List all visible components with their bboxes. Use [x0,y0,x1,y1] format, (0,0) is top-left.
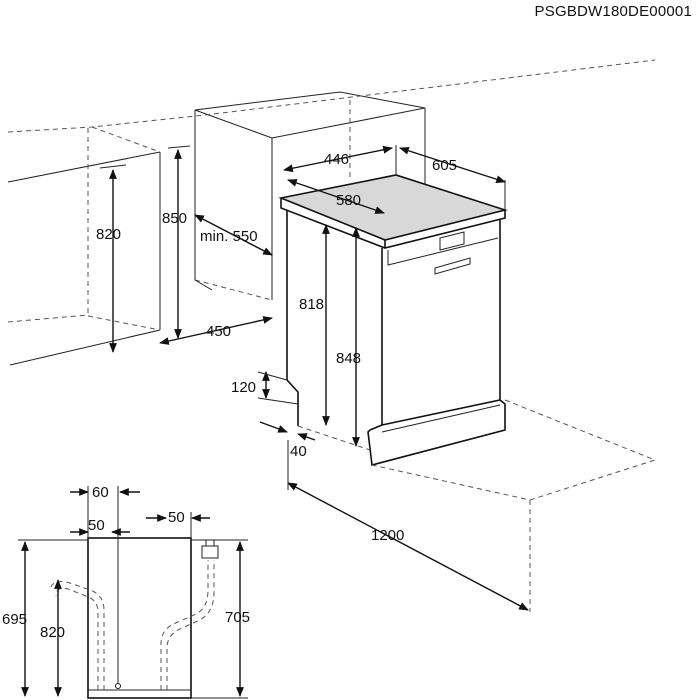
label-848: 848 [336,350,361,367]
hose-connector-icon [201,545,219,559]
label-1200: 1200 [371,527,404,544]
rear-panel [87,537,192,699]
dishwasher-top [278,174,508,241]
dishwasher-body [278,174,657,612]
label-818: 818 [299,296,324,313]
drain-hose-left [49,581,105,690]
label-820: 820 [96,226,121,243]
label-50-left: 50 [88,517,105,534]
hose-dimension-labels: 60 50 50 695 820 705 [2,484,250,641]
drain-hose-right [160,560,209,690]
label-850: 850 [162,210,187,227]
label-820-hose: 820 [40,624,65,641]
dimension-labels: 820 850 min. 550 450 446 605 580 818 848… [96,151,457,544]
label-40: 40 [290,443,307,460]
left-cabinet [7,114,206,366]
rear-view-hose-detail [18,486,248,699]
niche-outline [194,59,656,301]
label-705: 705 [225,609,250,626]
label-50-right: 50 [168,509,185,526]
label-446: 446 [324,151,349,168]
label-605: 605 [432,157,457,174]
label-120: 120 [231,379,256,396]
label-min-550: min. 550 [200,228,258,245]
label-695: 695 [2,611,27,628]
label-580: 580 [336,192,361,209]
label-60: 60 [92,484,109,501]
dimension-lines [99,140,529,611]
document-code: PSGBDW180DE00001 [534,3,692,20]
label-450: 450 [206,323,231,340]
